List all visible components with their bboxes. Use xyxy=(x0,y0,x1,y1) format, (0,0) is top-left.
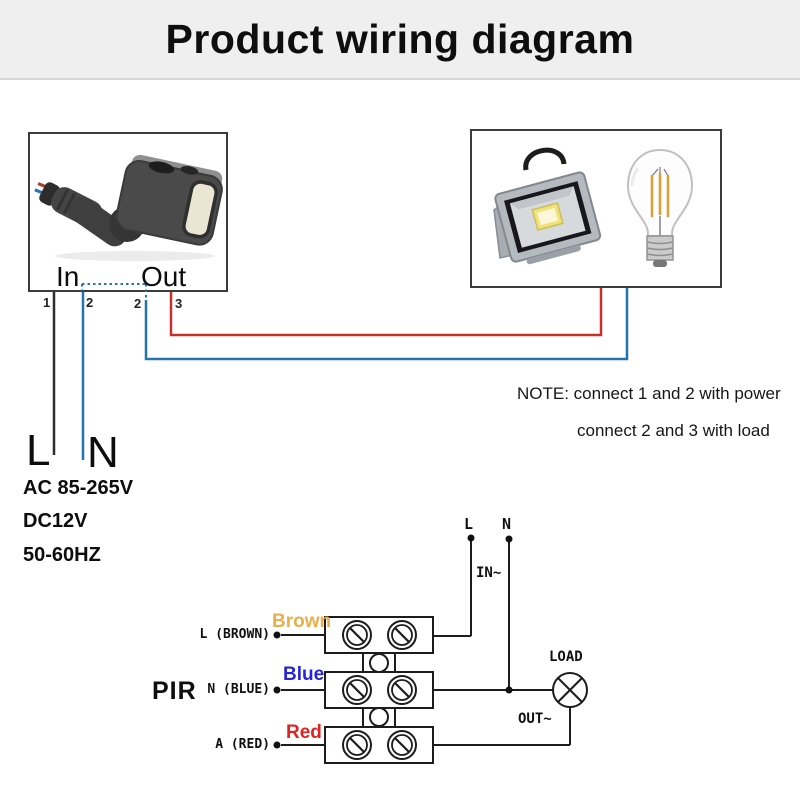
note-line-1: NOTE: connect 1 and 2 with power xyxy=(517,384,781,403)
terminal-label-l-brown: L (BROWN) xyxy=(199,627,270,642)
terminal-number-1: 1 xyxy=(43,295,51,310)
load-lamp-icon xyxy=(552,672,588,708)
sensor-shadow xyxy=(55,251,215,261)
floodlight-body xyxy=(494,171,602,265)
spec-ac-voltage: AC 85-265V xyxy=(23,477,134,499)
lower-neutral-label: N xyxy=(502,515,512,533)
in-ac-label: IN~ xyxy=(476,565,502,581)
wire-name-brown: Brown xyxy=(272,611,332,632)
floodlight-cable xyxy=(523,147,567,171)
sensor-top-hole xyxy=(148,161,175,174)
note-line-2: connect 2 and 3 with load xyxy=(577,421,770,440)
terminal-screws xyxy=(342,620,417,760)
load-label: LOAD xyxy=(549,649,583,665)
page-title: Product wiring diagram xyxy=(165,15,635,62)
sensor-in-label: In xyxy=(56,261,80,292)
terminal-strip xyxy=(324,616,434,764)
terminal-number-2: 2 xyxy=(86,295,94,310)
strip-hole xyxy=(369,653,389,673)
neutral-letter: N xyxy=(87,428,119,477)
header-band: Product wiring diagram xyxy=(0,0,800,80)
line-in-wire xyxy=(434,541,472,637)
pir-sensor-image xyxy=(34,154,223,261)
sensor-top-hole xyxy=(180,165,199,175)
led-bulb-image xyxy=(626,148,694,267)
sensor-head xyxy=(115,154,223,246)
spec-frequency: 50-60HZ xyxy=(23,544,101,566)
terminal-label-n-blue: N (BLUE) xyxy=(207,682,270,697)
terminal3-red-wire xyxy=(169,288,603,337)
terminal-block-3 xyxy=(324,726,434,764)
terminal-block-2 xyxy=(324,671,434,709)
pir-lens-window xyxy=(182,180,218,239)
terminal2-load-blue-wire xyxy=(144,288,629,361)
bulb-contact xyxy=(653,260,667,267)
lower-line-label: L xyxy=(464,515,474,533)
bulb-screw-base xyxy=(646,235,674,261)
spec-dc-voltage: DC12V xyxy=(23,510,88,532)
pir-label: PIR xyxy=(152,677,197,705)
line-letter: L xyxy=(26,426,51,475)
wire-name-red: Red xyxy=(286,722,322,743)
strip-hole xyxy=(369,707,389,727)
terminal-number-3: 3 xyxy=(175,296,183,311)
out-ac-label: OUT~ xyxy=(518,711,552,727)
sensor-out-label: Out xyxy=(141,261,187,292)
wire-name-blue: Blue xyxy=(283,664,325,685)
floodlight-image xyxy=(493,147,602,265)
terminal-number-2b: 2 xyxy=(134,296,142,311)
terminal-label-a-red: A (RED) xyxy=(215,737,270,752)
terminal-block-1 xyxy=(324,616,434,654)
